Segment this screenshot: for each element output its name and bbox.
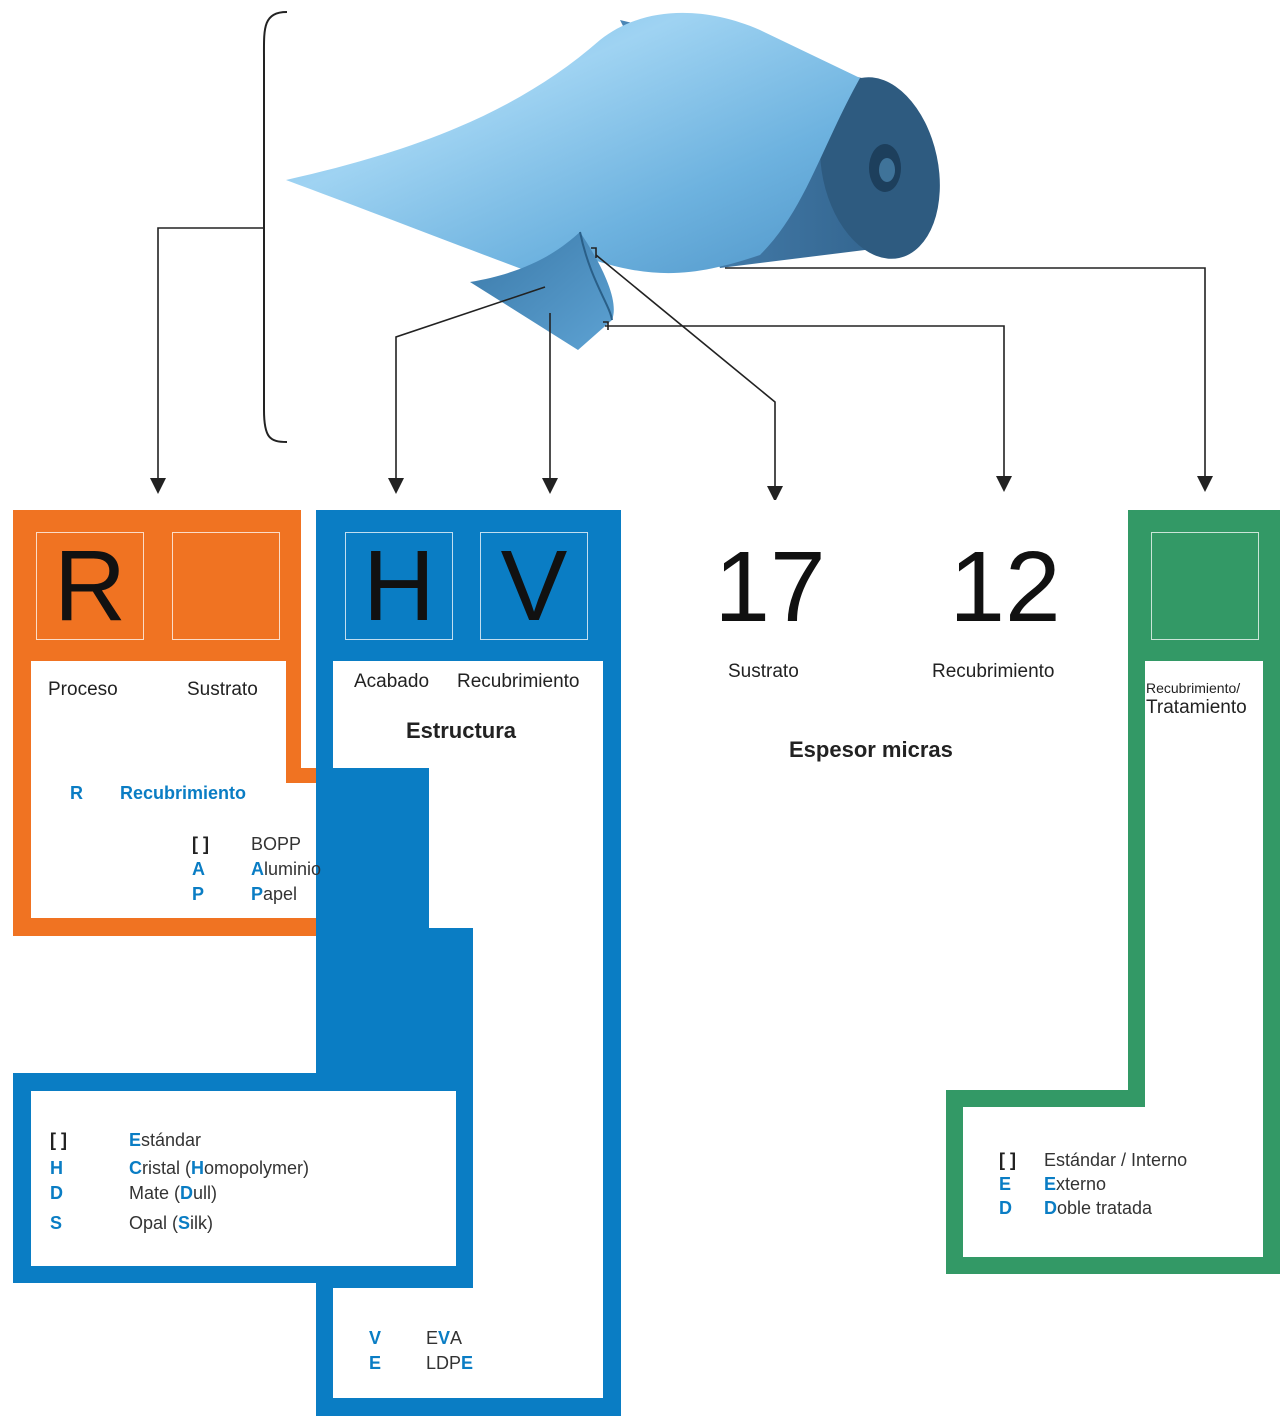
espesor-heading: Espesor micras — [789, 737, 953, 762]
film-sheet — [286, 12, 860, 274]
estructura-heading: Estructura — [406, 718, 517, 743]
process-legend-code: R — [70, 783, 83, 803]
finish-code-box: H — [345, 532, 453, 640]
coating-legend-item-label: LDPE — [426, 1353, 474, 1373]
treatment-legend-item-code: D — [999, 1198, 1012, 1218]
treatment-legend-item-label: Doble tratada — [1044, 1198, 1153, 1218]
bracket — [262, 11, 288, 443]
finish-legend-item-code: S — [50, 1213, 63, 1233]
film-curl — [470, 232, 614, 350]
process-code-box: R — [36, 532, 144, 640]
treatment-code-box — [1151, 532, 1259, 640]
proceso-label: Proceso — [48, 679, 118, 700]
film-roll-illustration — [150, 11, 1213, 500]
substrate-legend-item-code: [ ] — [192, 834, 209, 854]
process-legend-name: Recubrimiento — [120, 783, 247, 803]
finish-legend-item-code: H — [50, 1158, 63, 1178]
treatment-legend-item-code: E — [999, 1174, 1012, 1194]
finish-legend-item-code: [ ] — [50, 1130, 67, 1150]
substrate-thickness: 17 — [714, 531, 826, 643]
treatment-label-line2: Tratamiento — [1146, 697, 1247, 718]
substrate-legend-item-code: P — [192, 884, 205, 904]
substrate-legend-item-label: Papel — [251, 884, 298, 904]
coating-legend-item-code: V — [369, 1328, 382, 1348]
coating-thickness: 12 — [949, 531, 1061, 643]
finish-legend-item-label: Mate (Dull) — [129, 1183, 218, 1203]
finish-legend-item-label: Estándar — [129, 1130, 202, 1150]
substrate-legend-item-label: BOPP — [251, 834, 302, 854]
recubrimiento-label: Recubrimiento — [457, 671, 580, 692]
substrate-legend-item-code: A — [192, 859, 205, 879]
treatment-legend-item-label: Estándar / Interno — [1044, 1150, 1188, 1170]
sustrato-thickness-label: Sustrato — [728, 661, 799, 682]
substrate-legend-item-label: Aluminio — [251, 859, 322, 879]
acabado-label: Acabado — [354, 671, 430, 692]
finish-legend-item-label: Opal (Silk) — [129, 1213, 214, 1233]
finish-legend-item-label: Cristal (Homopolymer) — [129, 1158, 310, 1178]
recubrimiento-thickness-label: Recubrimiento — [932, 661, 1055, 682]
substrate-code-box — [172, 532, 280, 640]
treatment-label-line1: Recubrimiento/ — [1146, 680, 1241, 696]
coating-code-box: V — [480, 532, 588, 640]
finish-legend-item-code: D — [50, 1183, 63, 1203]
treatment-legend-item-code: [ ] — [999, 1150, 1016, 1170]
treatment-legend-item-label: Externo — [1044, 1174, 1107, 1194]
coating-legend-item-label: EVA — [426, 1328, 463, 1348]
sustrato-label: Sustrato — [187, 679, 258, 700]
coating-legend-item-code: E — [369, 1353, 382, 1373]
